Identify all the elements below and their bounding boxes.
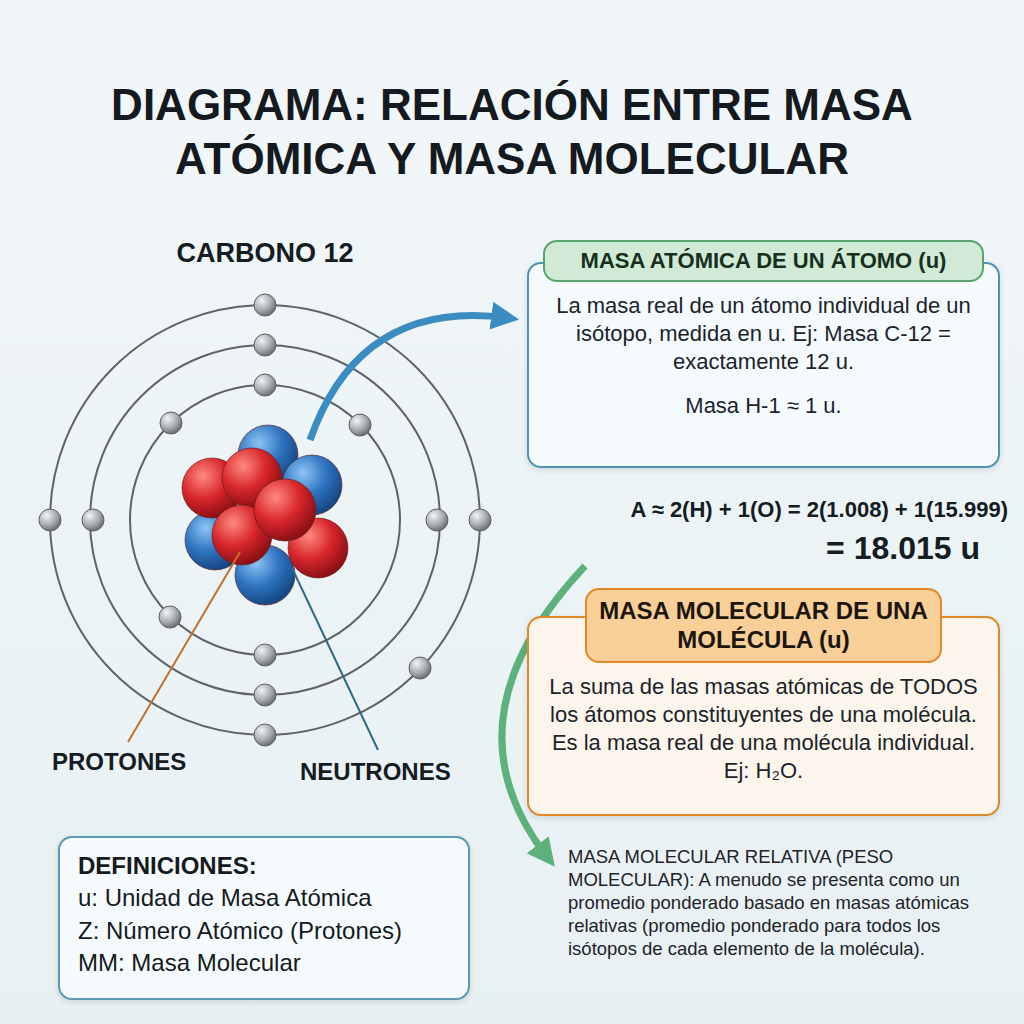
body-text: La suma de las masas atómicas de TODOS l… xyxy=(545,673,982,786)
definition-box: MASA MOLECULAR DE UNA MOLÉCULA (u)La sum… xyxy=(527,616,1000,816)
leader-lines xyxy=(128,552,378,750)
part-label: NEUTRONES xyxy=(300,758,490,786)
part-label: PROTONES xyxy=(52,748,222,776)
nucleus xyxy=(182,425,348,605)
equation-result: = 18.015 u xyxy=(690,530,980,567)
electrons xyxy=(39,294,491,746)
blue-arrow xyxy=(310,316,508,440)
equation: A ≈ 2(H) + 1(O) = 2(1.008) + 1(15.999) xyxy=(631,497,1008,523)
heading-pill: MASA ATÓMICA DE UN ÁTOMO (u) xyxy=(543,240,984,282)
atom-label: CARBONO 12 xyxy=(140,238,390,269)
box-heading: DEFINICIONES: xyxy=(78,850,450,882)
body-text: La masa real de un átomo individual de u… xyxy=(545,292,982,376)
orbits xyxy=(50,305,480,735)
definition-line: MM: Masa Molecular xyxy=(78,947,450,979)
note-text: MASA MOLECULAR RELATIVA (PESO MOLECULAR)… xyxy=(568,846,1008,961)
definitions-box: DEFINICIONES:u: Unidad de Masa AtómicaZ:… xyxy=(58,836,470,1000)
heading-pill: MASA MOLECULAR DE UNA MOLÉCULA (u) xyxy=(585,588,942,663)
body-text: Masa H-1 ≈ 1 u. xyxy=(545,392,982,420)
definition-box: MASA ATÓMICA DE UN ÁTOMO (u)La masa real… xyxy=(527,262,1000,468)
definition-line: Z: Número Atómico (Protones) xyxy=(78,915,450,947)
definition-line: u: Unidad de Masa Atómica xyxy=(78,882,450,914)
title: DIAGRAMA: RELACIÓN ENTRE MASA ATÓMICA Y … xyxy=(32,78,992,185)
